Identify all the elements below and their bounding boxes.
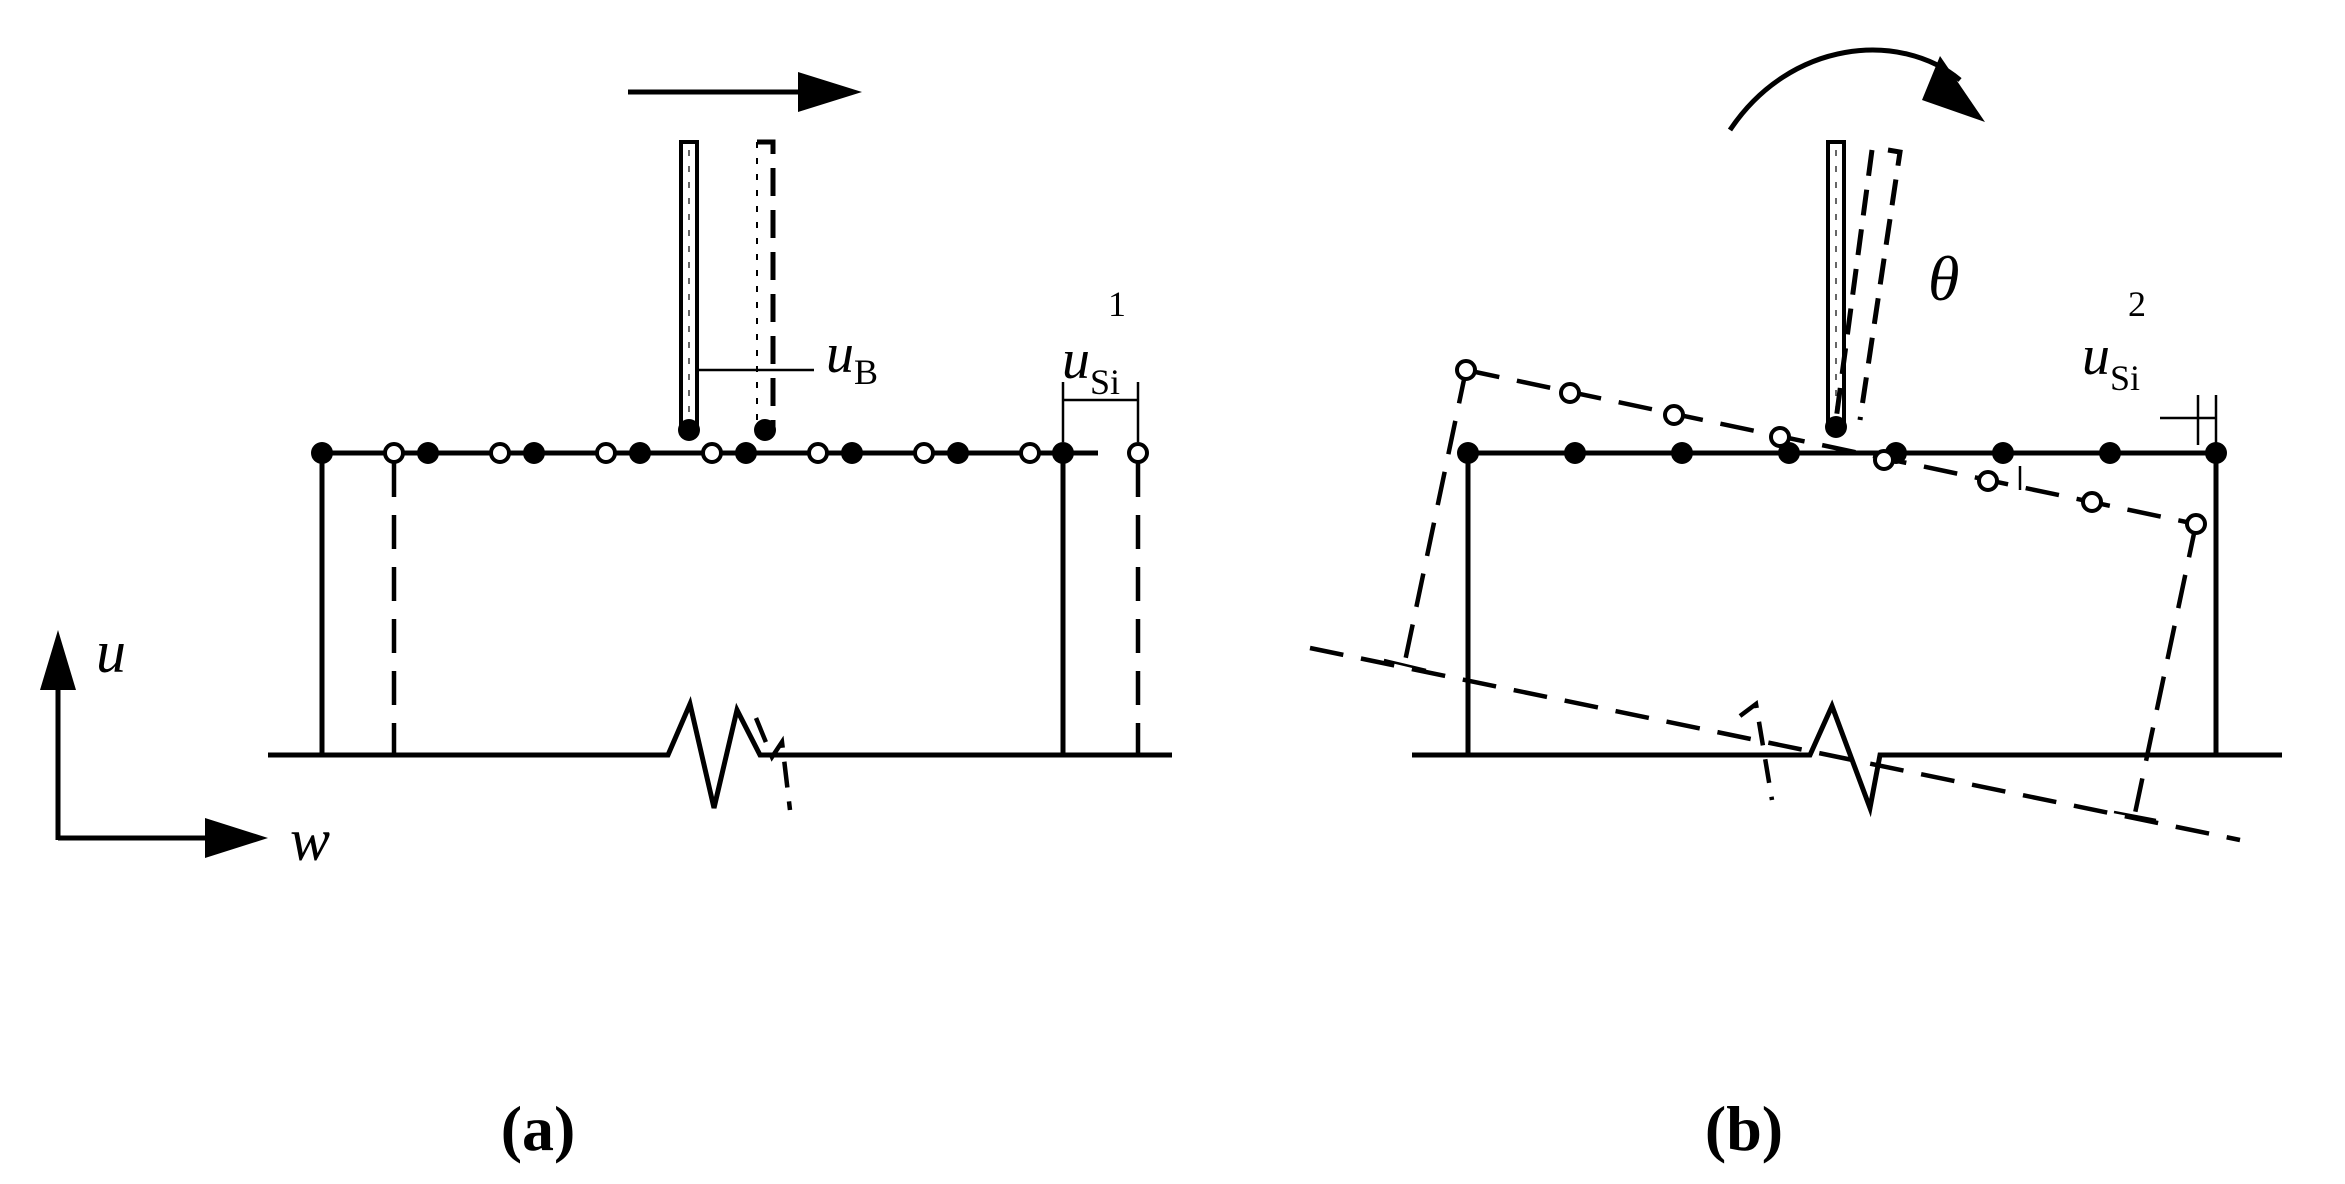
nodes-rotated — [1455, 359, 2207, 535]
pile-displaced — [754, 139, 776, 441]
uSi1-label: uSi — [1062, 329, 1120, 402]
u-arrow-icon — [40, 630, 76, 690]
uSi1-dimension — [1061, 382, 1140, 442]
frame-displaced — [391, 463, 1172, 811]
nodes-original — [311, 442, 1074, 464]
panel-a-label: (a) — [501, 1093, 576, 1164]
w-arrow-icon — [205, 818, 268, 858]
frame-original-b — [1412, 450, 2282, 818]
pile-original-b — [1825, 140, 1847, 438]
nodes-displaced — [383, 442, 1149, 464]
axis-w-label: w — [290, 807, 330, 873]
frame-rotated — [1309, 367, 2241, 843]
panel-b: θ — [1309, 47, 2282, 1164]
uB-label: uB — [826, 323, 878, 392]
coordinate-axes: u w — [40, 619, 330, 873]
panel-a: uB — [268, 72, 1172, 1164]
nodes-original-b — [1457, 442, 2227, 464]
uSi2-dimension — [2160, 395, 2218, 445]
rotation-arrow-icon — [1727, 47, 1985, 132]
pile-rotated — [1833, 147, 1903, 421]
uSi2-superscript: 2 — [2128, 284, 2146, 324]
theta-label: θ — [1928, 243, 1959, 314]
panel-b-label: (b) — [1705, 1093, 1783, 1164]
translation-arrow-icon — [628, 72, 862, 112]
uSi2-label: uSi — [2082, 325, 2140, 398]
axis-u-label: u — [96, 619, 126, 685]
pile-original — [678, 140, 700, 441]
uSi1-superscript: 1 — [1108, 284, 1126, 324]
